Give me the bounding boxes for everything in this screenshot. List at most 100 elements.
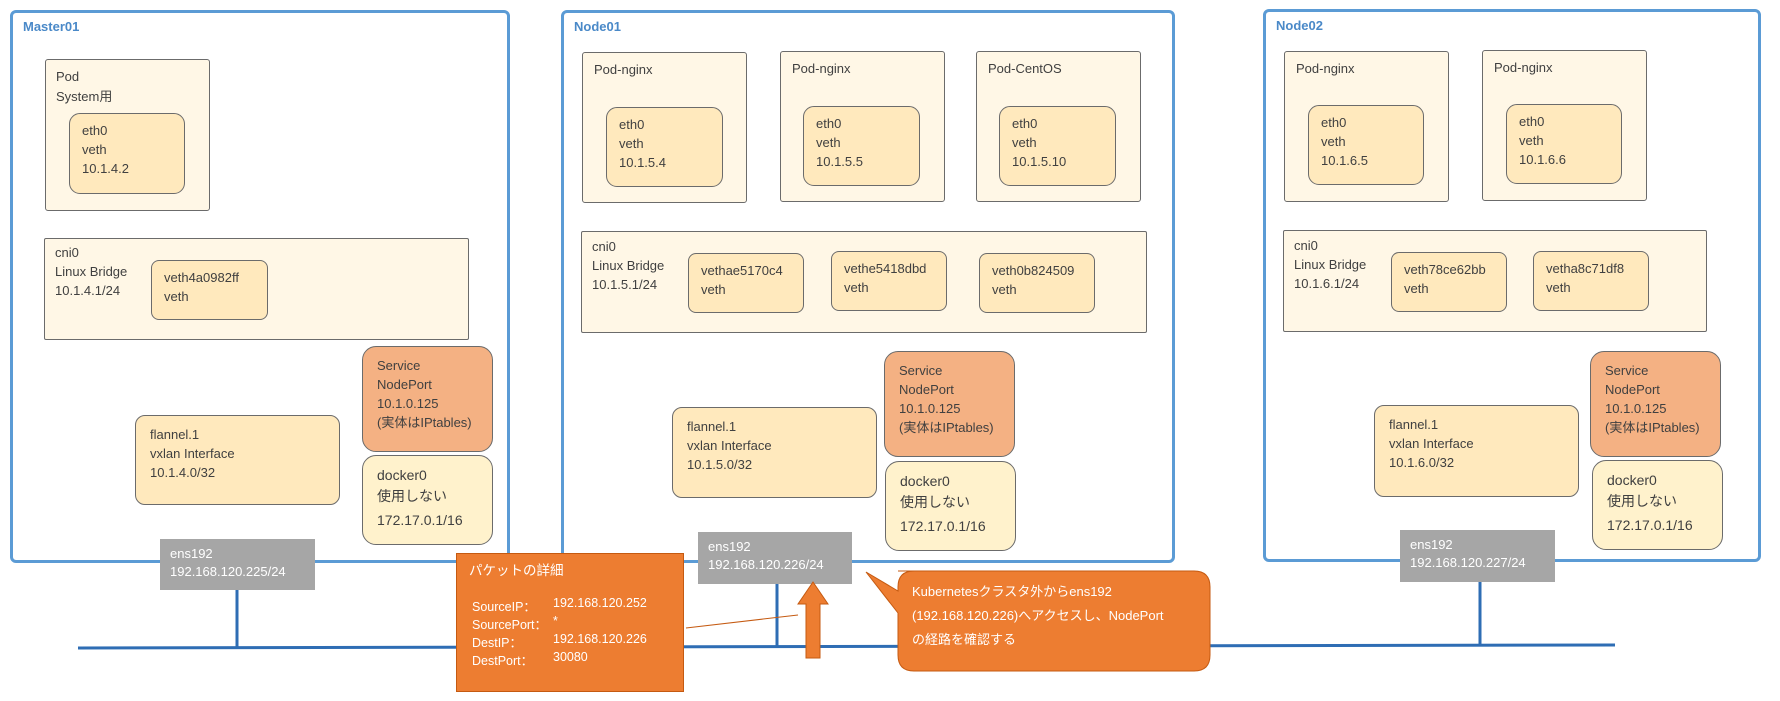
docker-note: 使用しない (900, 494, 970, 510)
eth-ip: 10.1.6.6 (1519, 152, 1566, 167)
eth-name: eth0 (82, 123, 108, 138)
flannel-name: flannel.1 (1389, 417, 1439, 432)
eth0-interface: eth0 veth 10.1.6.6 (1506, 104, 1622, 184)
docker0-interface: docker0 使用しない 172.17.0.1/16 (362, 455, 493, 545)
packet-pointer-line (685, 614, 799, 629)
cni-type: Linux Bridge (1294, 257, 1367, 272)
packet-row-value: * (553, 614, 558, 628)
veth-interface: vethae5170c4 veth (688, 253, 804, 313)
veth-type: veth (164, 289, 189, 304)
cni-ip: 10.1.5.1/24 (592, 277, 658, 292)
veth-interface: veth0b824509 veth (979, 253, 1095, 313)
veth-interface: veth4a0982ff veth (151, 260, 268, 320)
network-bus-line (77, 643, 1616, 650)
service-note: (実体はIPtables) (899, 420, 994, 435)
service-kind: Service (1605, 363, 1649, 378)
service-nodeport: Service NodePort 10.1.0.125 (実体はIPtables… (362, 346, 493, 452)
ens-name: ens192 (708, 539, 751, 554)
eth-type: veth (816, 135, 841, 150)
cni-type: Linux Bridge (55, 264, 128, 279)
flannel-type: vxlan Interface (150, 446, 235, 461)
ens-ip: 192.168.120.225/24 (170, 564, 286, 579)
flannel-type: vxlan Interface (687, 438, 772, 453)
docker-ip: 172.17.0.1/16 (1607, 517, 1693, 533)
host-title: Master01 (23, 19, 80, 34)
docker0-interface: docker0 使用しない 172.17.0.1/16 (885, 461, 1016, 551)
flannel-interface: flannel.1 vxlan Interface 10.1.5.0/32 (672, 407, 877, 498)
service-type: NodePort (1605, 382, 1660, 397)
pod-name: Pod-nginx (792, 61, 851, 76)
cni-ip: 10.1.6.1/24 (1294, 276, 1360, 291)
veth-type: veth (1546, 280, 1571, 295)
callout-bubble (865, 570, 1211, 672)
flannel-ip: 10.1.6.0/32 (1389, 455, 1455, 470)
eth0-interface: eth0 veth 10.1.5.4 (606, 107, 723, 187)
packet-row-key: DestIP： (472, 636, 523, 650)
callout-line-1: Kubernetesクラスタ外からens192 (912, 584, 1112, 599)
ens-ip: 192.168.120.227/24 (1410, 555, 1526, 570)
ens192-interface: ens192 192.168.120.225/24 (160, 539, 315, 590)
service-ip: 10.1.0.125 (1605, 401, 1667, 416)
veth-name: veth4a0982ff (164, 270, 239, 285)
packet-row-value: 192.168.120.252 (553, 596, 647, 610)
eth0-interface: eth0 veth 10.1.5.10 (999, 106, 1116, 186)
cni-name: cni0 (592, 239, 616, 254)
eth-type: veth (82, 142, 107, 157)
up-arrow-icon (797, 581, 829, 659)
eth-ip: 10.1.5.4 (619, 155, 666, 170)
docker-name: docker0 (900, 473, 950, 489)
service-type: NodePort (899, 382, 954, 397)
flannel-type: vxlan Interface (1389, 436, 1474, 451)
veth-name: veth78ce62bb (1404, 262, 1486, 277)
service-note: (実体はIPtables) (377, 415, 472, 430)
eth-name: eth0 (1519, 114, 1545, 129)
pod-name: Pod-CentOS (988, 61, 1062, 76)
service-kind: Service (377, 358, 421, 373)
host-title: Node01 (574, 19, 621, 34)
pod-label: System用 (56, 89, 113, 104)
eth-name: eth0 (1321, 115, 1347, 130)
host-title: Node02 (1276, 18, 1323, 33)
pod-name: Pod-nginx (1296, 61, 1355, 76)
eth-ip: 10.1.6.5 (1321, 153, 1368, 168)
docker-ip: 172.17.0.1/16 (900, 518, 986, 534)
flannel-interface: flannel.1 vxlan Interface 10.1.4.0/32 (135, 415, 340, 505)
eth0-interface: eth0 veth 10.1.4.2 (69, 113, 185, 194)
ens192-interface: ens192 192.168.120.227/24 (1400, 530, 1555, 582)
veth-name: veth0b824509 (992, 263, 1075, 278)
ens-name: ens192 (170, 546, 213, 561)
packet-row-key: SourcePort： (472, 618, 548, 632)
veth-type: veth (1404, 281, 1429, 296)
service-ip: 10.1.0.125 (899, 401, 961, 416)
eth-name: eth0 (1012, 116, 1038, 131)
eth-ip: 10.1.5.10 (1012, 154, 1067, 169)
docker-note: 使用しない (377, 488, 447, 504)
cni-type: Linux Bridge (592, 258, 665, 273)
pod-name: Pod-nginx (594, 62, 653, 77)
eth-type: veth (619, 136, 644, 151)
service-ip: 10.1.0.125 (377, 396, 439, 411)
service-note: (実体はIPtables) (1605, 420, 1700, 435)
cni-ip: 10.1.4.1/24 (55, 283, 121, 298)
callout-line-2: (192.168.120.226)へアクセスし、NodePort (912, 608, 1164, 623)
packet-details-box: パケットの詳細 SourceIP： 192.168.120.252 Source… (456, 553, 684, 692)
docker-name: docker0 (377, 467, 427, 483)
packet-row-key: SourceIP： (472, 600, 536, 614)
service-nodeport: Service NodePort 10.1.0.125 (実体はIPtables… (1590, 351, 1721, 457)
cni-name: cni0 (1294, 238, 1318, 253)
flannel-ip: 10.1.5.0/32 (687, 457, 753, 472)
docker-note: 使用しない (1607, 493, 1677, 509)
eth0-interface: eth0 veth 10.1.6.5 (1308, 105, 1424, 185)
flannel-name: flannel.1 (150, 427, 200, 442)
veth-type: veth (844, 280, 869, 295)
flannel-interface: flannel.1 vxlan Interface 10.1.6.0/32 (1374, 405, 1579, 497)
packet-title: パケットの詳細 (469, 563, 564, 578)
service-nodeport: Service NodePort 10.1.0.125 (実体はIPtables… (884, 351, 1015, 457)
veth-name: vetha8c71df8 (1546, 261, 1625, 276)
eth-ip: 10.1.5.5 (816, 154, 863, 169)
veth-name: vethe5418dbd (844, 261, 927, 276)
ens-name: ens192 (1410, 537, 1453, 552)
callout-line-3: の経路を確認する (912, 632, 1017, 647)
eth-type: veth (1321, 134, 1346, 149)
eth0-interface: eth0 veth 10.1.5.5 (803, 106, 920, 186)
